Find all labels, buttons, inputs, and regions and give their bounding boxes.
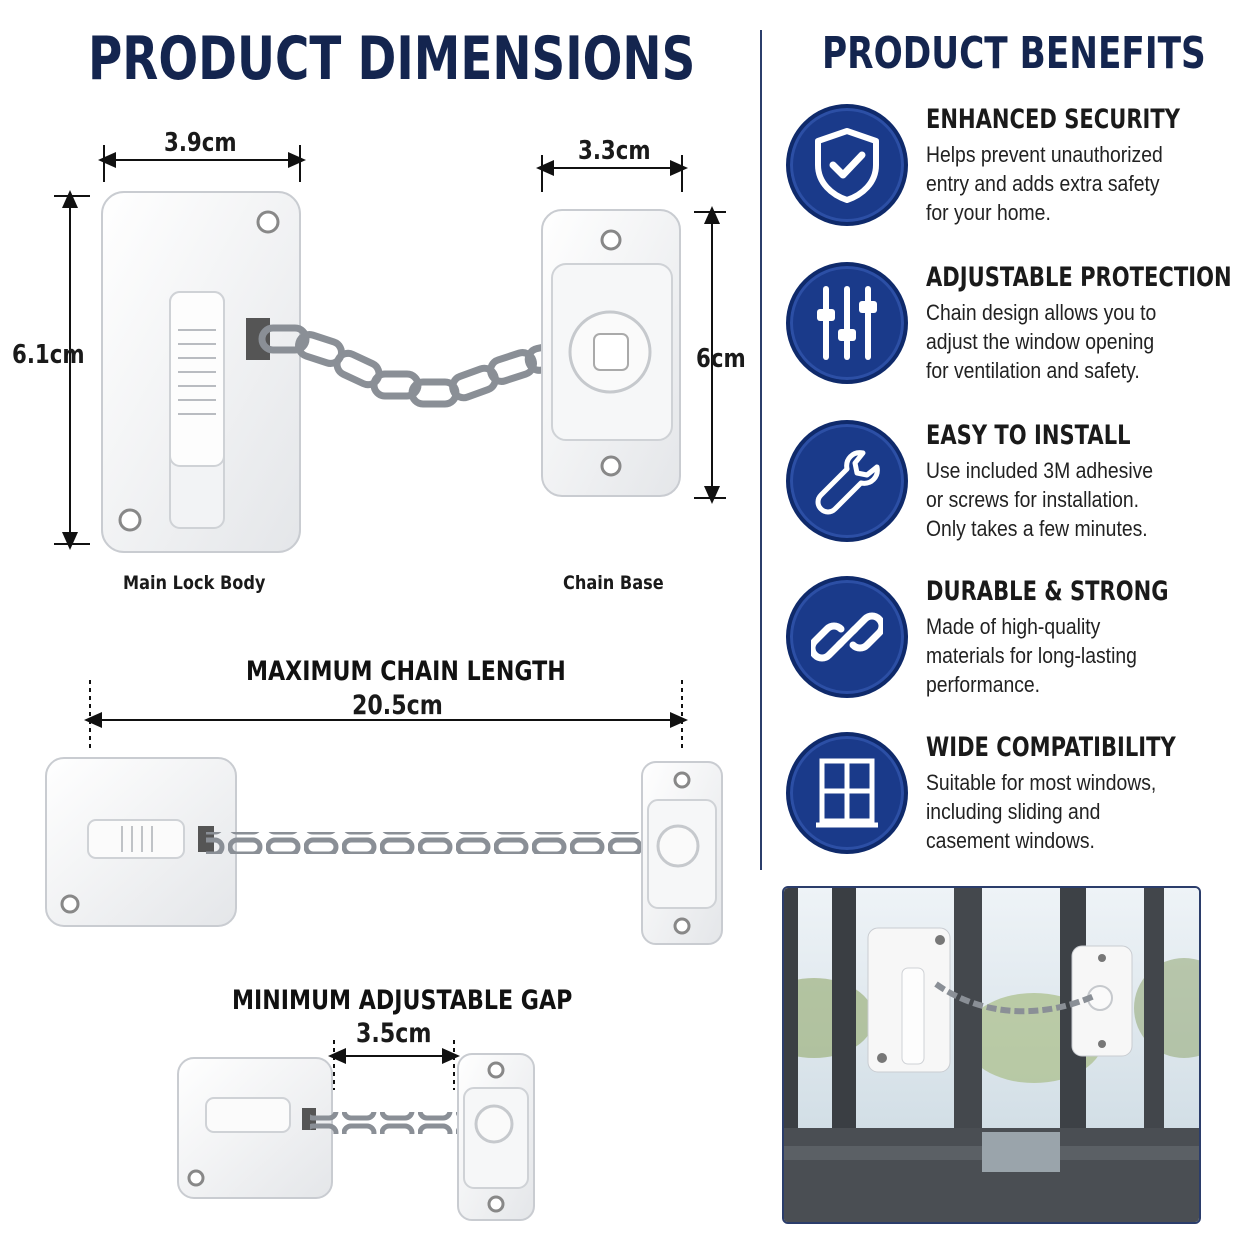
main-lock-caption: Main Lock Body: [123, 572, 266, 594]
benefit-description: Suitable for most windows, including sli…: [926, 768, 1243, 855]
benefit-durable-strong: DURABLE & STRONG Made of high-quality ma…: [786, 576, 1226, 726]
benefit-line: Suitable for most windows,: [926, 770, 1157, 795]
mid-lock-drawing: [45, 757, 237, 927]
benefit-adjustable-protection: ADJUSTABLE PROTECTION Chain design allow…: [786, 262, 1232, 412]
dimensions-title: PRODUCT DIMENSIONS: [88, 24, 696, 94]
benefit-line: Use included 3M adhesive: [926, 458, 1154, 483]
benefit-line: adjust the window opening: [926, 329, 1155, 354]
benefit-description: Made of high-quality materials for long-…: [926, 612, 1243, 699]
chain-link-icon: [786, 576, 908, 698]
benefit-description: Chain design allows you to adjust the wi…: [926, 298, 1243, 385]
benefit-title: DURABLE & STRONG: [926, 576, 1169, 607]
small-lock-drawing: [177, 1057, 333, 1199]
max-chain-value: 20.5cm: [352, 690, 443, 721]
benefit-easy-install: EASY TO INSTALL Use included 3M adhesive…: [786, 420, 1226, 570]
chain-base-width-label: 3.3cm: [578, 136, 651, 166]
benefit-line: Made of high-quality: [926, 614, 1101, 639]
benefit-description: Use included 3M adhesive or screws for i…: [926, 456, 1243, 543]
wrench-icon: [786, 420, 908, 542]
benefit-line: Chain design allows you to: [926, 300, 1157, 325]
benefits-title: PRODUCT BENEFITS: [822, 28, 1206, 79]
benefit-line: casement windows.: [926, 828, 1095, 853]
benefit-line: including sliding and: [926, 799, 1101, 824]
chain-base-drawing: [541, 209, 681, 497]
benefit-line: for your home.: [926, 200, 1051, 225]
sliders-icon: [786, 262, 908, 384]
column-divider: [760, 30, 762, 870]
benefit-title: ENHANCED SECURITY: [926, 104, 1180, 135]
min-gap-value: 3.5cm: [356, 1018, 432, 1049]
max-chain-label: MAXIMUM CHAIN LENGTH: [246, 656, 566, 687]
mid-chain: [206, 832, 676, 854]
benefit-wide-compatibility: WIDE COMPATIBILITY Suitable for most win…: [786, 732, 1226, 882]
benefit-line: performance.: [926, 672, 1041, 697]
chain-base-height-label: 6cm: [696, 344, 746, 374]
dimension-drawings: [45, 145, 726, 1221]
min-gap-label: MINIMUM ADJUSTABLE GAP: [232, 985, 573, 1016]
mid-base-drawing: [641, 761, 723, 945]
main-lock-body-drawing: [101, 191, 301, 553]
benefit-line: materials for long-lasting: [926, 643, 1137, 668]
benefit-title: WIDE COMPATIBILITY: [926, 732, 1176, 763]
small-chain: [310, 1112, 500, 1134]
benefit-line: for ventilation and safety.: [926, 358, 1140, 383]
chain-base-caption: Chain Base: [563, 572, 664, 594]
window-icon: [786, 732, 908, 854]
benefit-title: EASY TO INSTALL: [926, 420, 1131, 451]
benefit-line: or screws for installation.: [926, 487, 1140, 512]
small-base-drawing: [457, 1053, 535, 1221]
benefit-line: entry and adds extra safety: [926, 171, 1160, 196]
benefit-line: Helps prevent unauthorized: [926, 142, 1163, 167]
main-lock-height-label: 6.1cm: [12, 340, 85, 370]
benefit-description: Helps prevent unauthorized entry and add…: [926, 140, 1243, 227]
benefit-line: Only takes a few minutes.: [926, 516, 1148, 541]
installed-product-photo: [782, 886, 1201, 1224]
shield-check-icon: [786, 104, 908, 226]
benefit-title: ADJUSTABLE PROTECTION: [926, 262, 1232, 293]
benefit-enhanced-security: ENHANCED SECURITY Helps prevent unauthor…: [786, 104, 1226, 254]
main-lock-width-label: 3.9cm: [164, 128, 237, 158]
